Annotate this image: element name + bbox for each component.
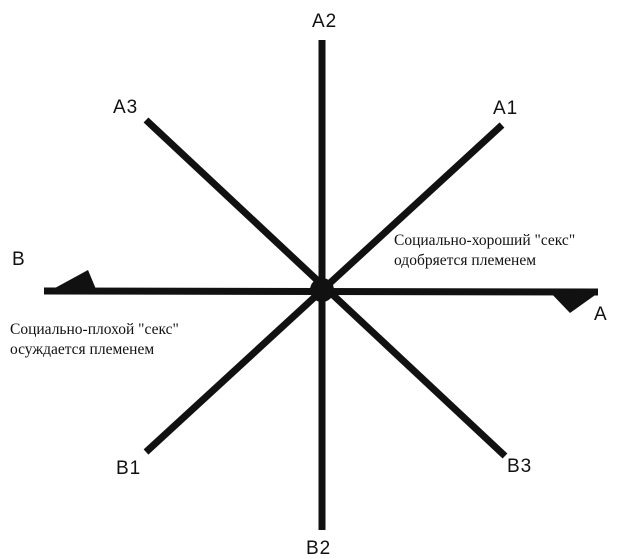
- caption-negative: Социально-плохой "секс" осуждается племе…: [10, 320, 179, 360]
- label-a1: A1: [493, 98, 518, 119]
- label-b1: B1: [116, 458, 141, 479]
- caption-negative-line1: Социально-плохой "секс": [10, 321, 179, 338]
- label-b: B: [12, 249, 26, 270]
- caption-positive-line1: Социально-хороший "секс": [394, 232, 576, 249]
- label-b2: B2: [306, 538, 331, 559]
- caption-positive-line2: одобряется племенем: [394, 252, 537, 269]
- center-intersection: [310, 278, 334, 302]
- arrowhead-b: [44, 270, 98, 294]
- label-a: A: [594, 304, 608, 325]
- arrowhead-a: [547, 289, 598, 313]
- caption-positive: Социально-хороший "секс" одобряется плем…: [394, 231, 575, 271]
- label-b3: B3: [507, 456, 532, 477]
- label-a3: A3: [113, 97, 138, 118]
- caption-negative-line2: осуждается племенем: [10, 341, 155, 358]
- label-a2: A2: [312, 11, 337, 32]
